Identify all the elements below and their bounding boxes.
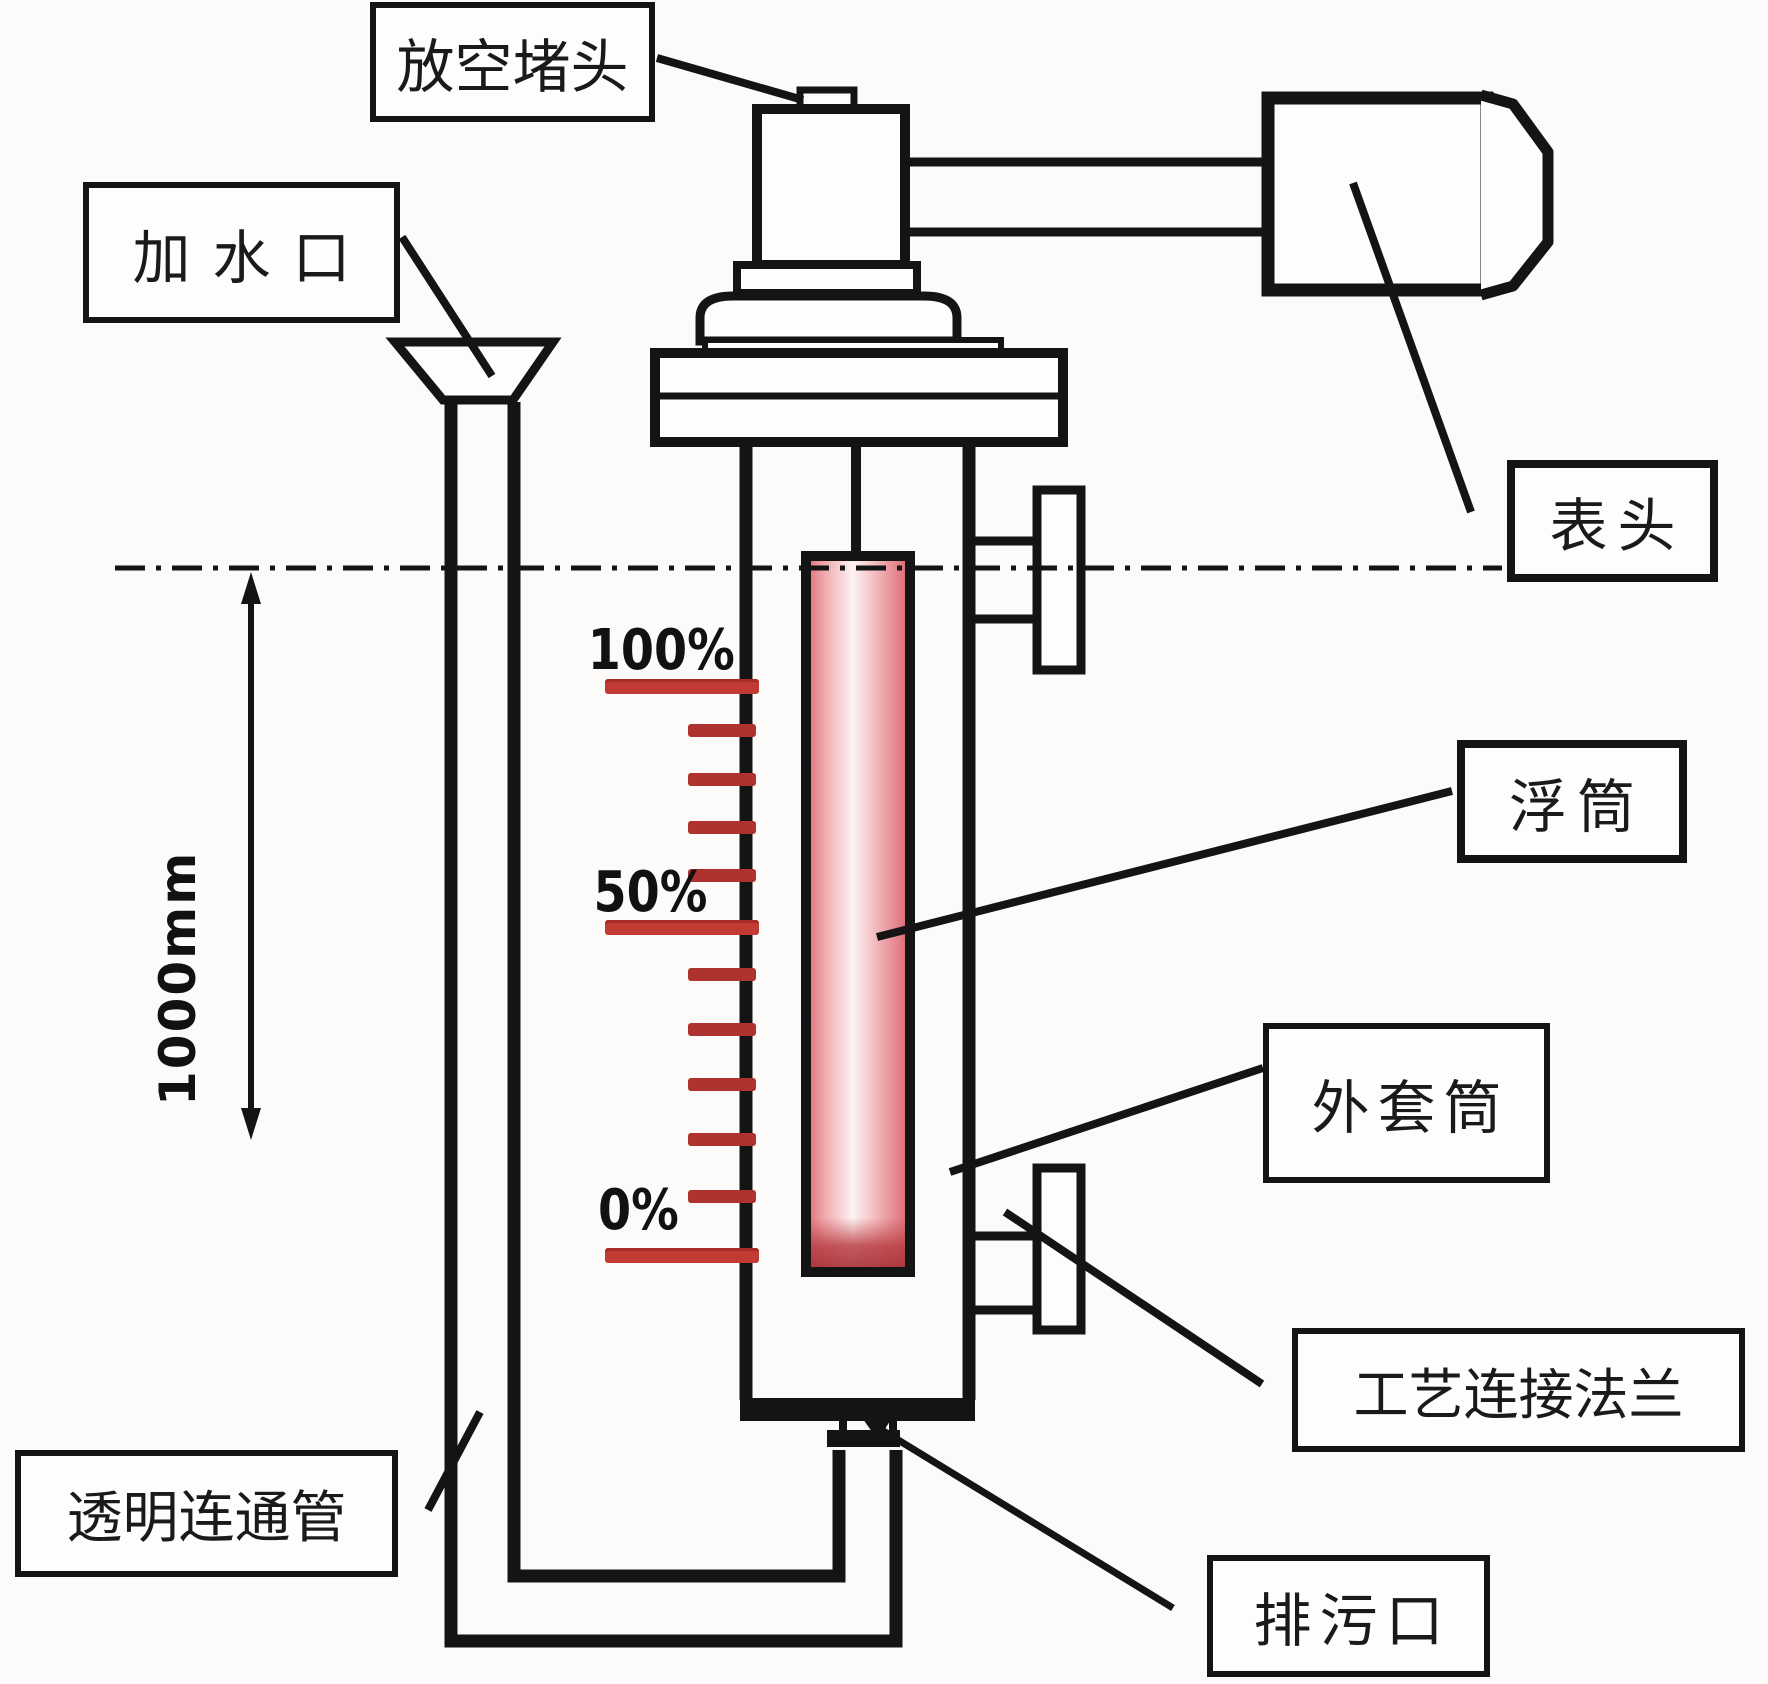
neck-step — [733, 261, 921, 297]
drain-collar — [827, 1430, 900, 1447]
leader-transparent-pipe — [424, 1410, 484, 1512]
displacer-float-shading — [811, 561, 905, 1267]
scale-tick-minor — [688, 1023, 756, 1036]
dimension-arrowhead-top — [241, 572, 261, 604]
leader-vent-plug — [655, 54, 805, 104]
scale-tick-100 — [605, 679, 759, 694]
scale-tick-minor — [688, 1078, 756, 1091]
scale-label-100: 100% — [587, 618, 735, 683]
scale-tick-minor — [688, 968, 756, 981]
label-meter-head: 表头 — [1507, 460, 1718, 582]
casing-bottom — [740, 1398, 975, 1421]
scale-tick-0 — [605, 1248, 759, 1263]
leader-outer-sleeve — [948, 1064, 1265, 1176]
label-transparent-pipe: 透明连通管 — [15, 1450, 398, 1577]
water-funnel — [385, 337, 562, 405]
scale-tick-minor — [688, 869, 756, 882]
transparent-pipe-outer-wall — [444, 402, 903, 1648]
scale-tick-minor — [688, 773, 756, 786]
scale-tick-minor — [688, 1133, 756, 1146]
leader-water-inlet — [398, 234, 496, 379]
scale-label-50: 50% — [593, 860, 708, 925]
torque-head-block — [752, 104, 910, 270]
label-water-inlet: 加水口 — [83, 182, 400, 323]
scale-tick-minor — [688, 724, 756, 737]
dimension-arrowhead-bottom — [241, 1108, 261, 1140]
scale-tick-minor — [688, 821, 756, 834]
upper-nozzle-flange — [1032, 485, 1086, 675]
leader-displacer — [876, 787, 1453, 941]
scale-tick-50 — [605, 920, 759, 935]
leader-drain-arrowhead — [860, 1415, 890, 1440]
label-outer-sleeve: 外套筒 — [1263, 1023, 1550, 1183]
neck-dome — [695, 291, 962, 346]
leader-process-flange — [1002, 1208, 1265, 1388]
label-vent-plug: 放空堵头 — [370, 2, 655, 122]
leader-meter-head — [1349, 181, 1475, 514]
label-drain-port: 排污口 — [1207, 1555, 1490, 1677]
leader-drain-port — [870, 1421, 1175, 1611]
label-displacer: 浮筒 — [1457, 740, 1687, 863]
scale-tick-minor — [688, 1190, 756, 1203]
scale-label-0: 0% — [598, 1178, 679, 1243]
dimension-text: 1000mm — [149, 850, 207, 1106]
label-process-flange: 工艺连接法兰 — [1292, 1328, 1745, 1452]
transparent-pipe-inner-wall — [507, 402, 846, 1583]
meter-head-cap — [1479, 89, 1554, 301]
